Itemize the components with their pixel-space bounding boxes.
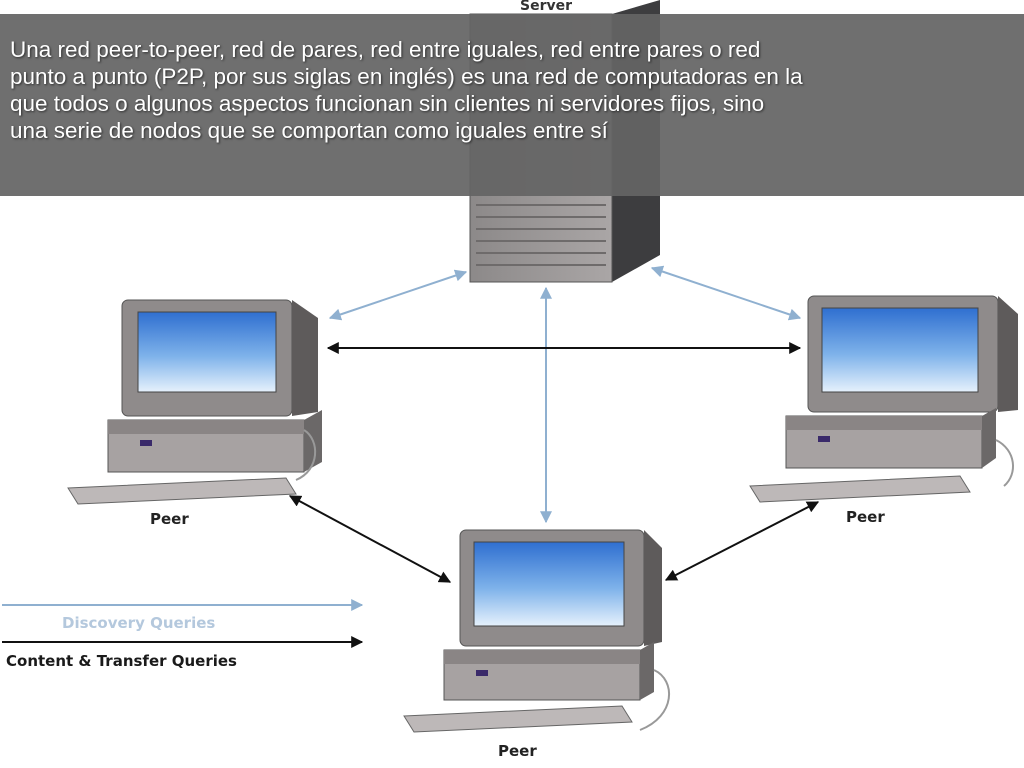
legend-content-label: Content & Transfer Queries (6, 652, 237, 670)
legend-discovery-label: Discovery Queries (62, 614, 215, 632)
peer-left-label: Peer (150, 510, 189, 528)
content-arrow-left-bottom (288, 495, 452, 583)
content-arrow-right-bottom (664, 501, 820, 581)
caption-line: punto a punto (P2P, por sus siglas en in… (10, 64, 803, 89)
legend: Discovery Queries Content & Transfer Que… (2, 599, 364, 670)
peer-right-label: Peer (846, 508, 885, 526)
discovery-arrow-server-left (328, 269, 468, 321)
peer-bottom-label: Peer (498, 742, 537, 760)
caption-overlay: Una red peer-to-peer, red de pares, red … (0, 14, 1024, 196)
caption-line: Una red peer-to-peer, red de pares, red … (10, 37, 761, 62)
peer-computer-bottom (403, 529, 670, 733)
peer-computer-right (749, 295, 1018, 503)
peer-computer-left (67, 299, 322, 505)
caption-line: una serie de nodos que se comportan como… (10, 118, 608, 143)
server-label: Server (520, 0, 572, 14)
discovery-arrow-server-right (650, 265, 802, 321)
caption-line: que todos o algunos aspectos funcionan s… (10, 91, 765, 116)
caption-text: Una red peer-to-peer, red de pares, red … (10, 36, 1015, 144)
